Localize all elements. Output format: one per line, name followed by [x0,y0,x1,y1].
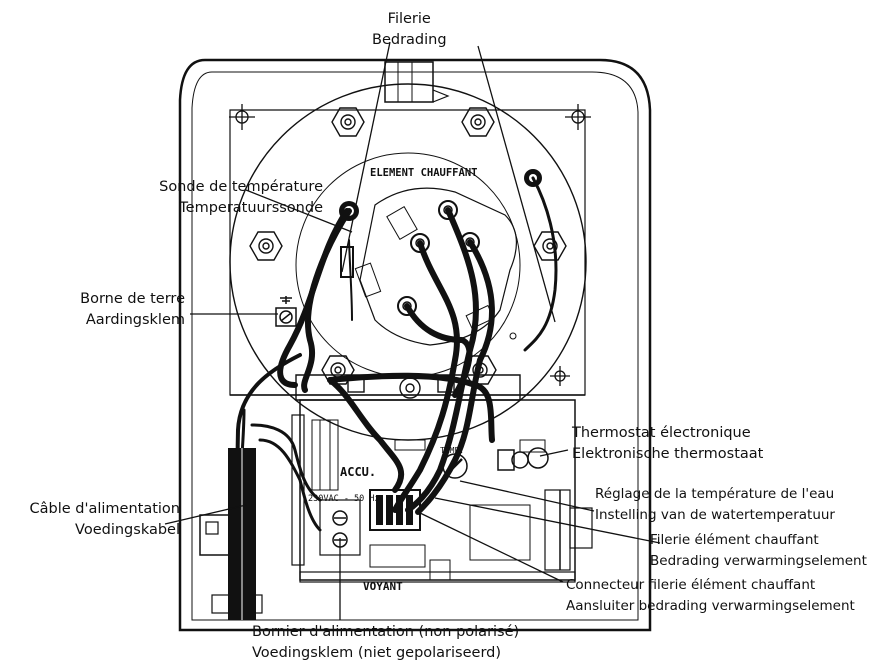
wiring-harness [235,176,558,542]
voltage-stencil: 230VAC - 50 Hz [308,494,380,504]
top-notch [384,61,434,103]
element-plate [359,187,517,346]
left-bracket [199,514,233,556]
accu-stencil: ACCU. [340,465,377,479]
earth-terminal [275,296,297,327]
element-tab-1 [386,206,418,240]
power-cable [228,448,256,620]
element-tab-2 [354,262,382,298]
housing-outline [178,58,652,632]
temp-stencil: TEMP. [440,446,465,455]
label-power-terminal: Bornier d'alimentation (non polarisé)Voe… [252,624,520,661]
voyant-stencil: VOYANT [363,580,403,593]
right-bracket [569,507,593,549]
control-box [291,399,576,583]
leader-lines [164,41,661,620]
element-stencil: ELEMENT CHAUFFANT [370,167,478,179]
mounting-screws [229,104,591,386]
housing-inner-outline [191,71,639,621]
flange [229,83,587,441]
